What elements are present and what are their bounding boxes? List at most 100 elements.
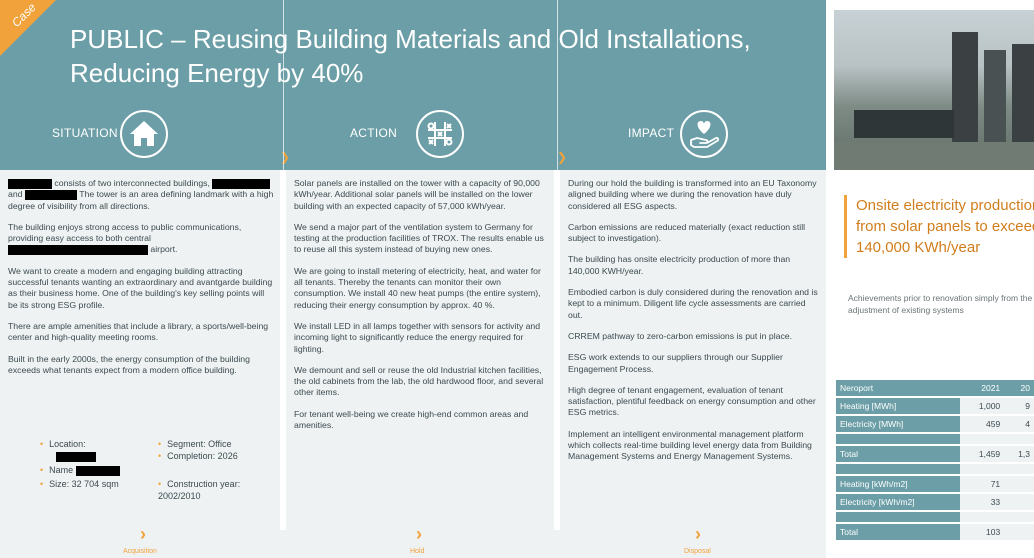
row-value bbox=[1004, 523, 1034, 542]
row-value: 71 bbox=[960, 475, 1005, 494]
separator-arrow-1: ❯ bbox=[280, 150, 291, 164]
fact-size: Size: 32 704 sqm bbox=[49, 479, 119, 489]
tower-shape bbox=[1012, 44, 1034, 144]
row-value bbox=[1004, 475, 1034, 494]
row-value bbox=[1004, 511, 1034, 524]
table-header-row: Neroport 2021 20 bbox=[836, 380, 1034, 398]
redacted-block bbox=[212, 178, 271, 189]
impact-p7: High degree of tenant engagement, evalua… bbox=[568, 384, 816, 418]
tower-shape bbox=[952, 32, 978, 144]
situation-text: consists of two interconnected buildings… bbox=[8, 178, 274, 386]
row-value: 459 bbox=[960, 415, 1005, 434]
phase-acquisition: Acquisition bbox=[123, 548, 157, 555]
table-header-cell: 20 bbox=[1004, 380, 1034, 398]
impact-p8: Implement an intelligent environmental m… bbox=[568, 428, 812, 462]
phase-strip bbox=[0, 530, 826, 558]
situation-column: consists of two interconnected buildings… bbox=[0, 170, 280, 530]
situation-p5: Built in the early 2000s, the energy con… bbox=[8, 353, 250, 375]
row-label bbox=[836, 433, 961, 446]
situation-p1c: The tower is an area defining landmark w… bbox=[8, 189, 274, 211]
situation-p2b: airport. bbox=[150, 244, 178, 255]
chevron-right-icon: › bbox=[140, 524, 146, 544]
row-label: Heating [kWh/m2] bbox=[836, 475, 961, 494]
situation-p1b: and bbox=[8, 189, 23, 200]
heart-hand-icon bbox=[680, 110, 728, 158]
chevron-right-icon: › bbox=[695, 524, 701, 544]
impact-text: During our hold the building is transfor… bbox=[568, 178, 820, 473]
table-row: Electricity [kWh/m2]33 bbox=[836, 493, 1034, 512]
row-value: 33 bbox=[960, 493, 1005, 512]
row-value: 4 bbox=[1004, 415, 1034, 434]
action-text: Solar panels are installed on the tower … bbox=[294, 178, 548, 441]
action-p2: We send a major part of the ventilation … bbox=[294, 221, 544, 255]
fact-segment: Segment: Office bbox=[167, 439, 232, 449]
table-header-cell: Neroport bbox=[836, 380, 961, 398]
row-value: 1,3 bbox=[1004, 445, 1034, 464]
table-row: Heating [kWh/m2]71 bbox=[836, 475, 1034, 494]
tower-shape bbox=[984, 50, 1006, 144]
impact-p3: The building has onsite electricity prod… bbox=[568, 254, 791, 276]
row-label: Total bbox=[836, 523, 961, 542]
separator-arrow-2: ❯ bbox=[557, 150, 568, 164]
row-label: Total bbox=[836, 445, 961, 464]
fact-construction: Construction year: 2002/2010 bbox=[158, 479, 241, 501]
row-label: Heating [MWh] bbox=[836, 397, 961, 416]
table-row bbox=[836, 433, 1034, 446]
redacted-block bbox=[8, 245, 148, 256]
action-column: Solar panels are installed on the tower … bbox=[286, 170, 554, 530]
action-p1: Solar panels are installed on the tower … bbox=[294, 178, 540, 211]
row-label: Electricity [MWh] bbox=[836, 415, 961, 434]
impact-p1: During our hold the building is transfor… bbox=[568, 178, 817, 211]
building-photo bbox=[834, 10, 1034, 170]
row-value bbox=[960, 433, 1005, 446]
action-p4: We install LED in all lamps together wit… bbox=[294, 320, 541, 354]
highlight-callout: Onsite electricity production from solar… bbox=[844, 195, 1034, 258]
impact-p4: Embodied carbon is duly considered durin… bbox=[568, 287, 818, 320]
fact-completion: Completion: 2026 bbox=[167, 451, 238, 461]
situation-p2a: The building enjoys strong access to pub… bbox=[8, 221, 242, 244]
section-situation-label: SITUATION bbox=[52, 126, 118, 140]
redacted-block bbox=[8, 178, 52, 189]
tic-tac-toe-icon bbox=[416, 110, 464, 158]
impact-column: During our hold the building is transfor… bbox=[560, 170, 826, 530]
low-building-shape bbox=[854, 110, 954, 138]
ground-shape bbox=[834, 142, 1034, 170]
row-label bbox=[836, 511, 961, 524]
redacted-block bbox=[75, 465, 120, 476]
action-p6: For tenant well-being we create high-end… bbox=[294, 408, 529, 431]
phase-hold: Hold bbox=[410, 548, 425, 555]
row-value bbox=[1004, 463, 1034, 476]
row-value: 9 bbox=[1004, 397, 1034, 416]
impact-p6: ESG work extends to our suppliers throug… bbox=[568, 352, 783, 374]
redacted-block bbox=[56, 451, 96, 462]
action-p3: We are going to install metering of elec… bbox=[294, 265, 541, 310]
redacted-block bbox=[24, 190, 77, 200]
impact-p2: Carbon emissions are reduced materially … bbox=[568, 221, 806, 244]
column-divider bbox=[283, 0, 284, 530]
achievements-note: Achievements prior to renovation simply … bbox=[848, 293, 1033, 315]
table-header-cell: 2021 bbox=[960, 380, 1005, 398]
case-ribbon: Case bbox=[0, 0, 70, 70]
row-label bbox=[836, 463, 961, 476]
situation-p1a: consists of two interconnected buildings… bbox=[54, 178, 210, 188]
row-value bbox=[1004, 433, 1034, 446]
house-icon bbox=[120, 110, 168, 158]
action-p5: We demount and sell or reuse the old Ind… bbox=[294, 364, 544, 398]
row-label: Electricity [kWh/m2] bbox=[836, 493, 961, 512]
situation-p3: We want to create a modern and engaging … bbox=[8, 265, 273, 310]
phase-disposal: Disposal bbox=[684, 548, 711, 555]
page-title: PUBLIC – Reusing Building Materials and … bbox=[70, 24, 751, 88]
row-value bbox=[1004, 493, 1034, 512]
situation-p4: There are ample amenities that include a… bbox=[8, 320, 269, 343]
column-divider bbox=[557, 0, 558, 530]
chevron-right-icon: › bbox=[416, 524, 422, 544]
table-row bbox=[836, 463, 1034, 476]
impact-p5: CRREM pathway to zero-carbon emissions i… bbox=[568, 330, 793, 341]
row-value bbox=[960, 511, 1005, 524]
section-impact-label: IMPACT bbox=[628, 126, 675, 140]
